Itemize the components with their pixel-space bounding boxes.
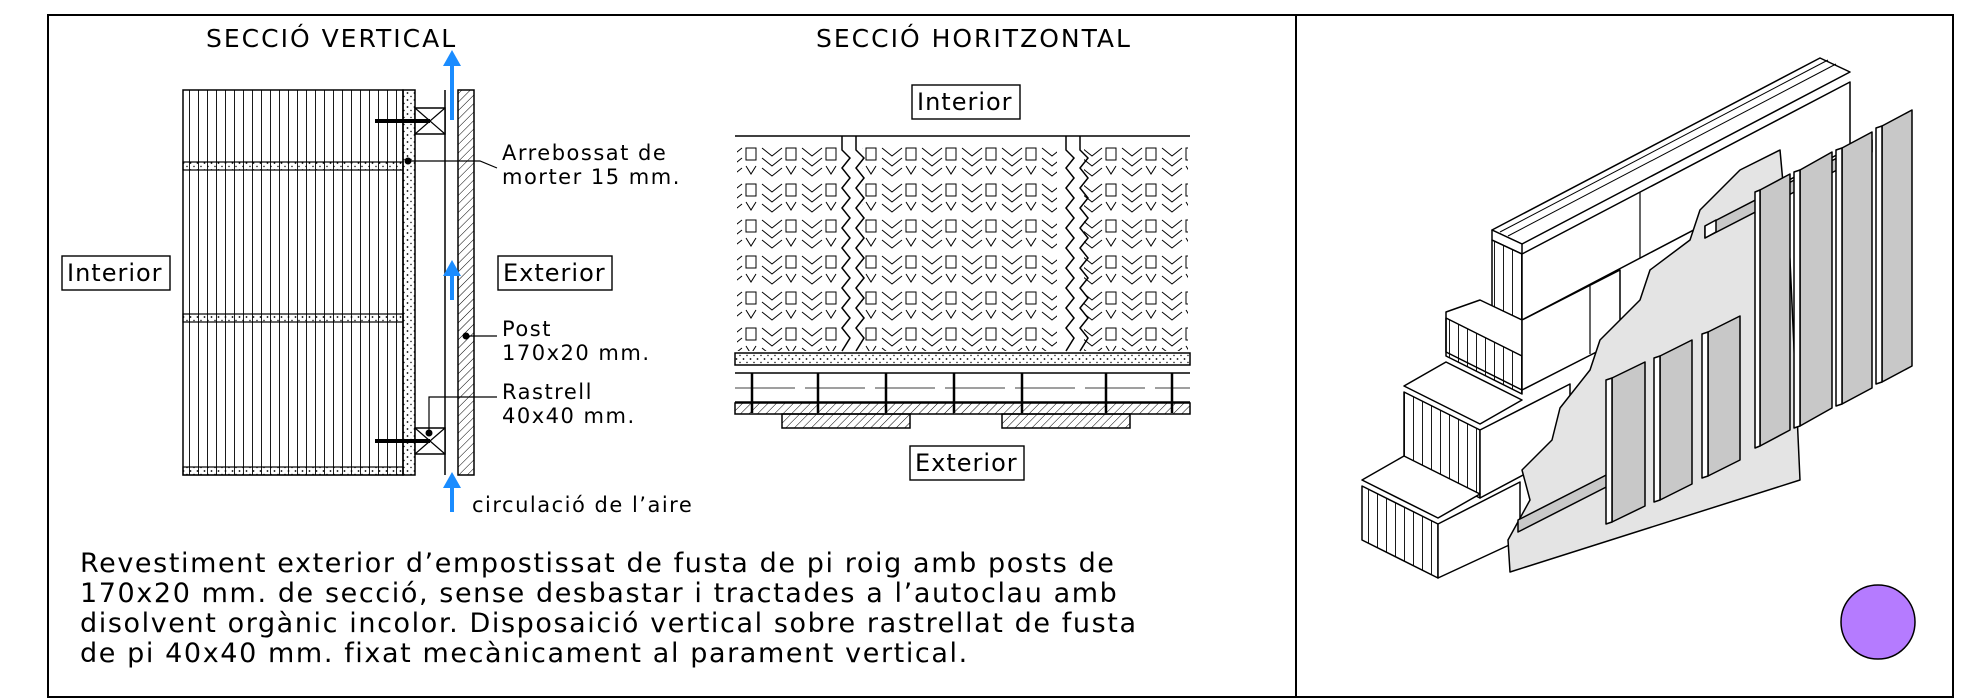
batten-top [375, 107, 446, 135]
airflow-arrow-bottom [443, 472, 461, 512]
interior-left-box [61, 255, 171, 291]
label-board-line2: 170x20 mm. [502, 341, 651, 365]
label-board-line1: Post [502, 317, 552, 341]
brick-wall [182, 89, 404, 476]
ceramic-block-1 [737, 146, 837, 351]
label-exterior-mid: Exterior [503, 259, 606, 287]
label-render-line2: morter 15 mm. [502, 165, 681, 189]
board-iso-6 [1659, 339, 1693, 501]
horizontal-section [734, 135, 1191, 429]
render-layer-horizontal [734, 352, 1191, 366]
description-line-2: 170x20 mm. de secció, sense desbastar i … [80, 578, 1118, 609]
label-batten-line1: Rastrell [502, 380, 593, 404]
interior-top-box [911, 84, 1021, 120]
board-iso-4 [1881, 109, 1913, 383]
mortar-render-layer [402, 89, 416, 476]
airflow-arrow-top [443, 50, 461, 120]
board-iso-1 [1759, 173, 1791, 447]
isometric-view [1361, 57, 1913, 579]
vertical-section [182, 50, 498, 512]
sheet-frame [47, 14, 1954, 698]
horizontal-boards [734, 402, 1191, 415]
board-iso-3 [1841, 131, 1873, 405]
description-line-3: disolvent orgànic incolor. Disposaició v… [80, 608, 1138, 639]
ceramic-block-3 [1084, 146, 1188, 351]
timber-board [457, 89, 475, 476]
label-render-line1: Arrebossat de [502, 141, 667, 165]
ceramic-block-2 [862, 146, 1057, 351]
title-vertical-section: SECCIÓ VERTICAL [206, 23, 457, 53]
description-line-4: de pi 40x40 mm. fixat mecànicament al pa… [80, 638, 969, 669]
board-iso-5 [1611, 361, 1646, 523]
label-interior-left: Interior [67, 259, 163, 287]
airflow-arrow-mid [443, 260, 461, 300]
title-horizontal-section: SECCIÓ HORITZONTAL [816, 23, 1132, 53]
exterior-mid-box [497, 255, 613, 291]
label-interior-top: Interior [917, 88, 1013, 116]
description-line-1: Revestiment exterior d’empostissat de fu… [80, 548, 1116, 579]
board-iso-2 [1799, 151, 1833, 427]
board-iso-7 [1707, 315, 1741, 477]
exterior-bottom-box [909, 445, 1025, 481]
purple-dot-badge [1840, 584, 1916, 660]
label-batten-line2: 40x40 mm. [502, 404, 636, 428]
label-exterior-bottom: Exterior [915, 449, 1018, 477]
label-air-circulation: circulació de l’aire [472, 493, 693, 517]
